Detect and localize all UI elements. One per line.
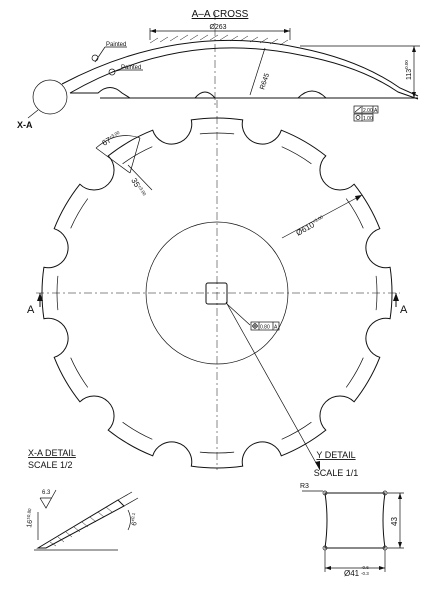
painted-marker-1: [91, 54, 99, 62]
detail-y-width-tol-lower: -0.3: [361, 571, 369, 576]
disc-outline: [41, 117, 393, 469]
painted-label-1: Painted: [106, 42, 126, 48]
detail-xa: X-A DETAIL SCALE 1/2 6.3 16±0.80 6±0.1: [24, 448, 140, 551]
diameter-610-arrow: [355, 195, 362, 201]
notch-depth-label: 35±3.00: [129, 177, 147, 199]
gdt-frame-1: 2.00 A: [353, 105, 379, 114]
section-title: A–A CROSS: [192, 9, 249, 20]
diameter-610-label: Ø610+3.00: [295, 214, 327, 238]
radius-label: R645: [259, 72, 271, 90]
painted-marker-2: [108, 68, 116, 76]
dim-263-label: Ø263: [209, 24, 226, 31]
notch-depth-line: [127, 164, 153, 191]
detail-xa-title: X-A DETAIL: [28, 448, 76, 458]
detail-xa-marker: X-A: [17, 120, 33, 130]
section-hatch: [149, 34, 289, 46]
detail-y-scale: SCALE 1/1: [314, 468, 359, 478]
detail-y-height-arrow-bottom: [398, 542, 402, 548]
position-gdt-value: 0.80: [260, 325, 270, 331]
detail-y-arrow: [315, 461, 320, 470]
detail-y-bore: [324, 492, 386, 549]
gdt-frame-1-value: 2.00: [363, 108, 373, 114]
detail-xa-ext-line-2: [123, 497, 139, 507]
painted-leader-1: [94, 46, 106, 63]
section-arrow-left-label: A: [27, 304, 35, 316]
detail-y: Y DETAIL SCALE 1/1 R3 43 Ø41 -0.6 -0.3: [300, 450, 404, 578]
diameter-610-line: [281, 194, 363, 239]
angle-67-label: 67±3.00: [101, 130, 123, 148]
detail-xa-angle-arc: [127, 509, 131, 531]
detail-xa-blade: [36, 499, 125, 549]
detail-y-width-arrow-left: [325, 566, 331, 570]
detail-xa-angle-tol: ±0.1: [130, 512, 137, 522]
dim-263-arrow-left: [150, 29, 156, 33]
detail-xa-roughness-symbol: [39, 489, 57, 509]
section-notch-edge: [70, 87, 398, 99]
detail-xa-leader: [27, 109, 39, 119]
painted-leader-2: [111, 69, 121, 73]
detail-xa-roughness: 6.3: [42, 490, 51, 496]
height-label: 1130.00: [404, 60, 413, 80]
height-arrow-top: [412, 46, 416, 52]
gdt-frame-2-value: 1.00: [363, 116, 373, 122]
detail-xa-scale: SCALE 1/2: [28, 460, 73, 470]
detail-y-height-arrow-top: [398, 493, 402, 499]
detail-y-leader: [225, 301, 321, 471]
gdt-frame-2: 1.00: [353, 113, 374, 122]
detail-y-corner-tl: [322, 490, 328, 496]
detail-y-title: Y DETAIL: [316, 450, 355, 460]
detail-y-radius: R3: [300, 483, 309, 490]
dim-263-arrow-right: [284, 29, 290, 33]
height-tol: 0.00: [404, 60, 409, 69]
angle-67-leg-1: [95, 147, 131, 174]
notch-depth-tol: ±3.00: [137, 184, 147, 197]
detail-xa-hatch: [49, 506, 113, 547]
detail-xa-thickness: 16±0.80: [24, 508, 36, 529]
angle-67-tol: ±3.00: [108, 130, 121, 140]
detail-y-width-arrow-right: [379, 566, 385, 570]
angle-67-leg-2: [129, 137, 141, 174]
disc-view: A A 67±3.00 35±3.00 Ø610+3.00 0.80 A: [27, 100, 408, 471]
square-bore: [205, 282, 228, 305]
detail-xa-angle: 6±0.1: [129, 512, 140, 526]
section-arrow-right-head: [393, 293, 399, 301]
detail-y-width: Ø41: [344, 569, 360, 578]
detail-y-width-tol-upper: -0.6: [361, 565, 369, 570]
angle-67-arc: [95, 135, 141, 149]
section-view: A–A CROSS: [17, 9, 420, 130]
section-top-profile: [61, 39, 419, 97]
section-arrow-left-head: [37, 293, 43, 301]
section-arrow-right-label: A: [400, 304, 408, 316]
gdt-frame-1-ref: A: [374, 108, 378, 114]
diameter-610-tol: +3.00: [311, 214, 324, 224]
painted-label-2: Painted: [121, 65, 141, 71]
position-gdt-frame: 0.80 A: [250, 321, 280, 331]
radius-leader: [249, 47, 266, 96]
section-bottom-profile: [69, 47, 419, 100]
detail-y-height: 43: [390, 517, 399, 526]
detail-xa-circle: [32, 79, 68, 115]
detail-xa-thickness-tol: ±0.80: [25, 508, 32, 520]
height-arrow-bottom: [412, 92, 416, 98]
position-gdt-leader: [226, 303, 251, 326]
position-gdt-ref: A: [274, 325, 278, 331]
detail-xa-ext-line: [117, 491, 133, 501]
